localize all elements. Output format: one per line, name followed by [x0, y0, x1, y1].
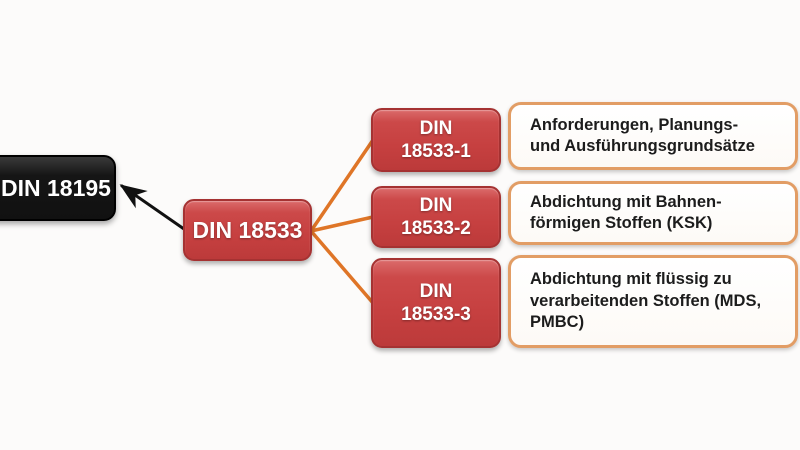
connector-parent-to-root: [119, 184, 186, 231]
connector-parent-to-child-1: [309, 138, 375, 233]
node-din-18533-2-label-line2: 18533-2: [401, 218, 471, 239]
description-din-18533-3: Abdichtung mit flüssig zu verarbeitenden…: [508, 255, 798, 348]
node-din-18533-3: DIN 18533-3: [371, 258, 501, 348]
description-din-18533-1: Anforderungen, Planungs- und Ausführungs…: [508, 102, 798, 170]
node-din-18533-3-label-line2: 18533-3: [401, 304, 471, 325]
node-din-18533-1-label-line2: 18533-1: [401, 141, 471, 162]
description-din-18533-2-line1: Abdichtung mit Bahnen-: [530, 192, 722, 211]
description-din-18533-2-line2: förmigen Stoffen (KSK): [530, 214, 713, 232]
node-din-18533-3-label-line1: DIN: [419, 280, 453, 302]
node-din-18533-2-label-line1: DIN: [419, 194, 453, 216]
description-din-18533-3-line1: Abdichtung mit flüssig zu: [530, 270, 732, 289]
node-din-18533-label: DIN 18533: [192, 216, 303, 243]
description-din-18533-1-line2: und Ausführungsgrundsätze: [530, 137, 755, 155]
node-din-18195: DIN 18195: [0, 155, 116, 221]
description-din-18533-3-line3: PMBC): [530, 313, 585, 332]
connector-parent-to-child-3: [309, 229, 375, 305]
node-din-18195-label: DIN 18195: [1, 174, 111, 201]
connector-parent-to-child-2: [309, 215, 375, 233]
node-din-18533-2: DIN 18533-2: [371, 186, 501, 248]
node-din-18533-1-label-line1: DIN: [419, 117, 453, 139]
description-din-18533-3-line2: verarbeitenden Stoffen (MDS,: [530, 291, 762, 310]
node-din-18533-1: DIN 18533-1: [371, 108, 501, 172]
node-din-18533: DIN 18533: [183, 199, 312, 261]
description-din-18533-1-line1: Anforderungen, Planungs-: [530, 115, 739, 134]
description-din-18533-2: Abdichtung mit Bahnen- förmigen Stoffen …: [508, 181, 798, 245]
